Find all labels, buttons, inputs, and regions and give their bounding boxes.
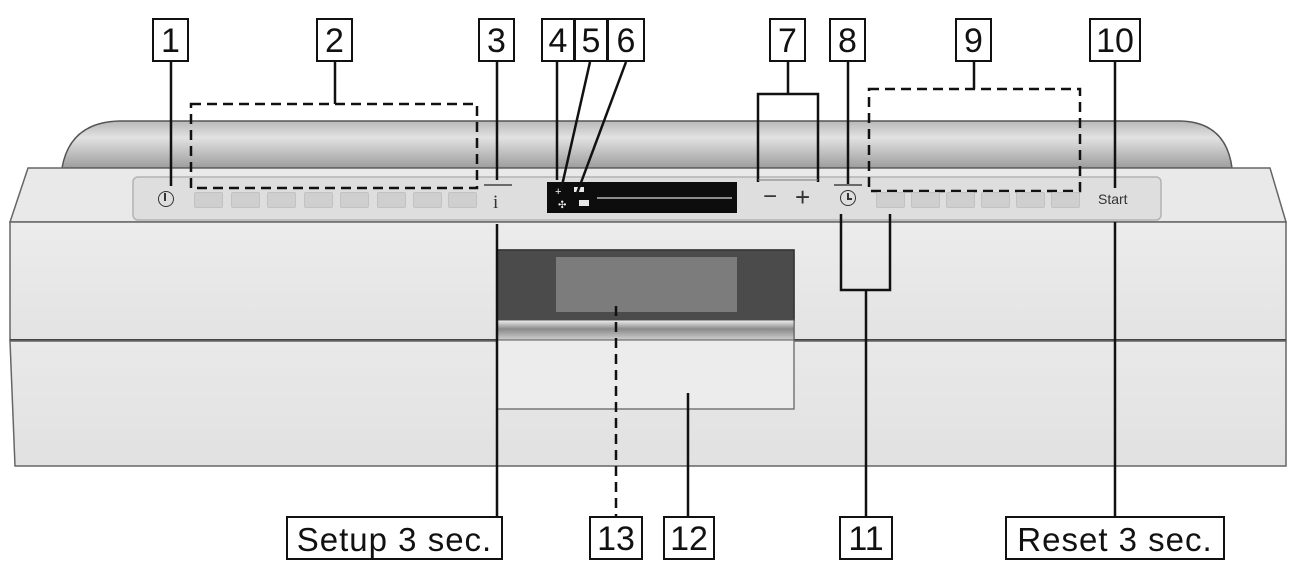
bracket-11 [839,214,892,518]
option-button[interactable] [1051,192,1080,208]
callout-2: 2 [316,18,353,62]
option-button[interactable] [1016,192,1045,208]
callout-5: 5 [574,18,608,62]
callout-4: 4 [541,18,575,62]
program-button[interactable] [304,192,333,208]
timer-icon[interactable] [840,190,856,206]
bracket-7 [756,62,820,182]
callout-13: 13 [589,516,643,560]
svg-text:+: + [555,186,561,198]
program-button[interactable] [194,192,223,208]
program-button[interactable] [448,192,477,208]
door-handle [496,319,795,341]
group-bracket-9 [867,87,1082,193]
callout-12: 12 [663,516,715,560]
option-button[interactable] [876,192,905,208]
callout-7: 7 [769,18,806,62]
plus-button-label[interactable]: + [795,182,811,212]
option-button[interactable] [946,192,975,208]
option-button[interactable] [911,192,940,208]
program-button[interactable] [267,192,296,208]
program-button[interactable] [413,192,442,208]
callout-9: 9 [955,18,992,62]
callout-8: 8 [829,18,866,62]
callout-6: 6 [607,18,645,62]
setup-callout: Setup 3 sec. [286,516,503,560]
callout-11: 11 [839,516,893,560]
program-button[interactable] [377,192,406,208]
option-button[interactable] [981,192,1010,208]
minus-button-label[interactable]: − [763,183,778,210]
program-button[interactable] [340,192,369,208]
power-icon[interactable] [158,191,174,207]
callout-10: 10 [1089,18,1141,62]
reset-callout: Reset 3 sec. [1005,516,1225,560]
program-button[interactable] [231,192,260,208]
svg-text:✣: ✣ [558,200,566,211]
rear-rim [61,120,1233,169]
group-bracket-2 [189,102,479,190]
callout-3: 3 [478,18,515,62]
info-button-label[interactable]: i [493,192,499,213]
callout-1: 1 [152,18,189,62]
start-button-label[interactable]: Start [1098,191,1128,207]
